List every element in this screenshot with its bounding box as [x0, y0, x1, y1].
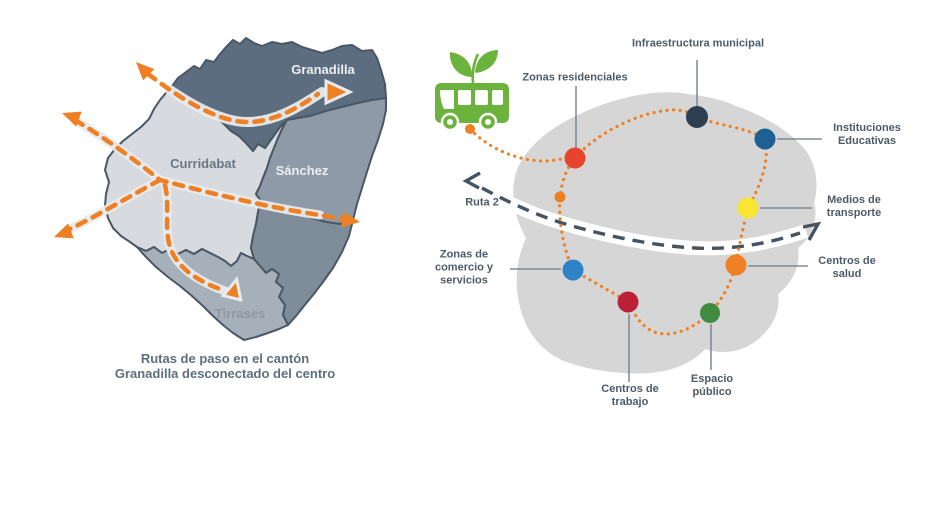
node-centros-salud [725, 254, 747, 276]
arrow-right-icon [802, 221, 822, 241]
route-arrow-icon [324, 78, 354, 106]
district-tirrases [136, 246, 289, 341]
node-label-zonas-comercio: Zonas de comercio y servicios [434, 248, 494, 287]
eco-bus-icon [435, 50, 509, 132]
node-label-centros-salud: Centros de salud [818, 255, 876, 280]
node-label-infraestructura-municipal: Infraestructura municipal [631, 37, 765, 50]
node-label-centros-trabajo: Centros de trabajo [601, 383, 659, 408]
transit-loop-route [558, 108, 768, 336]
node-label-instituciones-educativas: Instituciones Educativas [833, 122, 901, 147]
node-espacio-publico [700, 303, 720, 323]
leaf-icon [475, 50, 498, 73]
route-junction-dot [554, 191, 566, 203]
node-instituciones-educativas [754, 128, 776, 150]
leaf-icon [449, 52, 472, 77]
node-zonas-comercio [562, 259, 584, 281]
district-label-granadilla: Granadilla [291, 62, 355, 77]
node-medios-transporte [737, 197, 759, 219]
connector-lines [510, 60, 822, 382]
route-tirrases [162, 182, 223, 292]
arrow-left-icon [462, 171, 481, 190]
route-arrow-icon [341, 211, 360, 228]
map-caption: Rutas de paso en el cantón Granadilla de… [45, 351, 405, 381]
city-route-diagram [435, 50, 822, 382]
canton-map: Granadilla Curridabat Sánchez Tirrases [54, 37, 387, 341]
route-arrow-icon [62, 111, 82, 127]
city-blob [513, 92, 817, 374]
ruta2-label: Ruta 2 [465, 196, 499, 209]
node-label-zonas-residenciales: Zonas residenciales [522, 71, 628, 84]
route-arrow-icon [54, 223, 74, 239]
ruta2-line [481, 186, 801, 251]
district-label-tirrases: Tirrases [215, 306, 265, 321]
bus-stop-dot [465, 124, 475, 134]
route-southwest [67, 177, 163, 232]
node-centros-trabajo [617, 291, 639, 313]
node-label-medios-transporte: Medios de transporte [826, 194, 882, 219]
map-caption-line2: Granadilla desconectado del centro [114, 366, 336, 381]
node-zonas-residenciales [564, 147, 586, 169]
node-infraestructura-municipal [686, 106, 708, 128]
ruta2-halo [462, 173, 809, 256]
route-west-east [72, 117, 345, 222]
route-arrow-icon [220, 275, 243, 302]
map-caption-line1: Rutas de paso en el cantón [140, 351, 310, 366]
route-arrow-icon [136, 62, 155, 81]
node-label-espacio-publico: Espacio público [690, 373, 734, 398]
district-label-sanchez: Sánchez [276, 163, 329, 178]
bus-spur-route [468, 127, 570, 163]
district-label-curridabat: Curridabat [170, 156, 236, 171]
